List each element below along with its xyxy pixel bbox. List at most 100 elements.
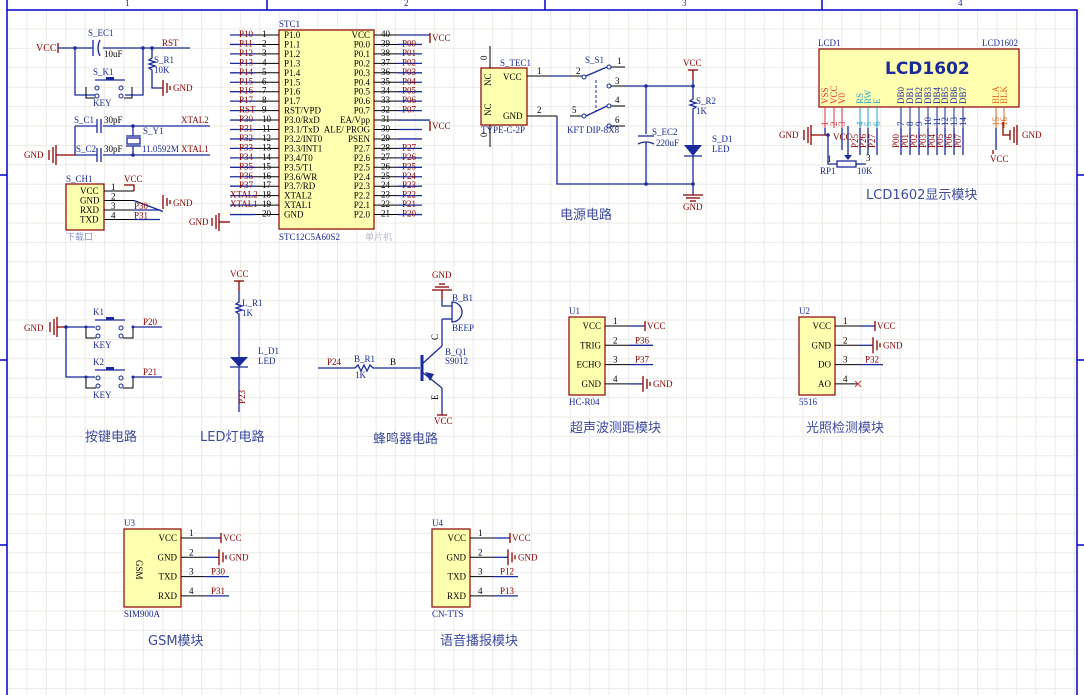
net-label: P14 — [239, 67, 254, 77]
pin-name: P1.7 — [284, 96, 301, 106]
net-label: P06 — [402, 95, 417, 105]
value-label: 30pF — [104, 144, 123, 154]
net-label: P03 — [402, 67, 417, 77]
pin-number: 20 — [262, 209, 272, 219]
net-label: P15 — [239, 76, 254, 86]
led-circuit: VCC L_R1 1K L_D1 LED P23 LED灯电路 — [200, 269, 279, 445]
reset-capacitor[interactable] — [92, 39, 101, 57]
lcd-pin-name: BLA — [991, 85, 1001, 104]
pin-name: P0.7 — [354, 106, 371, 116]
contrast-potentiometer[interactable] — [836, 126, 866, 168]
pin-name: P3.1/TxD — [284, 125, 320, 135]
led-resistor[interactable] — [233, 291, 245, 357]
indicator-led[interactable] — [230, 357, 248, 412]
pin-number: 3 — [189, 567, 194, 577]
power-capacitor[interactable] — [637, 86, 655, 184]
part-label: STC12C5A60S2 — [279, 232, 340, 242]
reset-key[interactable] — [85, 77, 133, 99]
ref-label: U3 — [124, 518, 135, 528]
reset-resistor[interactable] — [146, 48, 163, 89]
usb-type-c-connector[interactable]: S_TEC1 TYPE-C-2P VCC GND NC NC 0 0 1 2 — [479, 46, 557, 147]
pin-name: P3.7/RD — [284, 181, 316, 191]
pin-number: 16 — [262, 171, 272, 181]
key-k1[interactable] — [85, 317, 134, 339]
pin-name: NC — [483, 103, 493, 116]
buzzer-resistor[interactable] — [354, 363, 420, 373]
zone-label: 2 — [404, 0, 409, 8]
pin-name: AO — [818, 379, 831, 389]
pin-number: 17 — [262, 180, 272, 190]
net-label: P32 — [865, 355, 879, 365]
gnd-port-label: GND — [432, 270, 452, 280]
lcd1602-module[interactable]: LCD1 LCD1602 LCD1602 VSS1VCC2V03RS4P25RW… — [779, 38, 1042, 203]
ref-label: STC1 — [279, 19, 300, 29]
pin-name: P2.3 — [354, 181, 371, 191]
pin-number: 0 — [479, 55, 489, 60]
ref-label: S_C1 — [74, 115, 94, 125]
value-label: KEY — [93, 390, 112, 400]
pin-name: P1.4 — [284, 68, 301, 78]
section-title: 光照检测模块 — [806, 421, 884, 436]
net-label: P25 — [402, 161, 417, 171]
pin-name: TXD — [80, 215, 99, 225]
net-label: P23 — [237, 389, 247, 404]
pin-name: ALE/ PROG — [324, 125, 371, 135]
pin-name: VCC — [158, 533, 177, 543]
pin-number: 31 — [381, 114, 390, 124]
lcd-pin-name: BLK — [999, 85, 1009, 104]
pin-number: 4 — [613, 374, 618, 384]
part-label: 5516 — [799, 397, 818, 407]
mcu-stc12c5a60s2[interactable]: STC1 STC12C5A60S2 单片机 P1.01P10P1.12P11P1… — [189, 19, 451, 242]
value-label: 1K — [355, 370, 367, 380]
pin-name: P0.5 — [354, 87, 371, 97]
lcd-pin-number: 1 — [820, 122, 830, 127]
crystal[interactable] — [126, 124, 141, 157]
pin-name: VCC — [582, 321, 601, 331]
pin-name: P3.5/T1 — [284, 162, 313, 172]
pin-number: 38 — [381, 48, 391, 58]
net-label: P37 — [635, 355, 650, 365]
pin-number: 40 — [381, 29, 391, 39]
section-title: LCD1602显示模块 — [866, 188, 977, 203]
buzzer[interactable] — [441, 300, 463, 323]
pin-name: P3.4/T0 — [284, 153, 313, 163]
pnp-transistor[interactable] — [420, 319, 443, 415]
section-title: 蜂鸣器电路 — [373, 431, 438, 447]
pin-name: P1.1 — [284, 39, 300, 49]
power-led[interactable] — [684, 145, 702, 195]
value-label: LED — [258, 356, 276, 366]
pin-name: P0.1 — [354, 49, 370, 59]
ref-label: S_EC2 — [652, 127, 678, 137]
section-title: 按键电路 — [85, 429, 137, 445]
net-label: P24 — [327, 357, 342, 367]
lcd-body-label: LCD1602 — [885, 59, 970, 79]
vcc-port-label: VCC — [124, 174, 143, 184]
net-label: P12 — [500, 567, 514, 577]
ref-label: U4 — [432, 518, 443, 528]
section-title: 超声波测距模块 — [570, 421, 661, 436]
pin-number: 34 — [381, 86, 391, 96]
ref-label: B_R1 — [354, 354, 375, 364]
net-label: P17 — [239, 95, 254, 105]
key-circuit: GND K1 KEY P20 K2 KEY P21 按键电路 — [24, 307, 162, 445]
key-k2[interactable] — [85, 367, 134, 389]
net-label: P00 — [402, 38, 417, 48]
pin-number: 2 — [537, 105, 542, 115]
pin-name: P2.2 — [354, 191, 370, 201]
pin-number: 8 — [262, 95, 267, 105]
pin-number: 1 — [617, 56, 622, 66]
power-switch[interactable]: 1 2 3 4 5 6 — [570, 56, 625, 129]
value-label: 1K — [696, 106, 708, 116]
pin-number: 1 — [111, 182, 116, 192]
pin-number: 4 — [189, 586, 194, 596]
value-label: 10uF — [104, 49, 123, 59]
pin-name: P2.5 — [354, 162, 371, 172]
lcd-pin-name: E — [872, 98, 882, 104]
pin-name: VCC — [351, 30, 370, 40]
